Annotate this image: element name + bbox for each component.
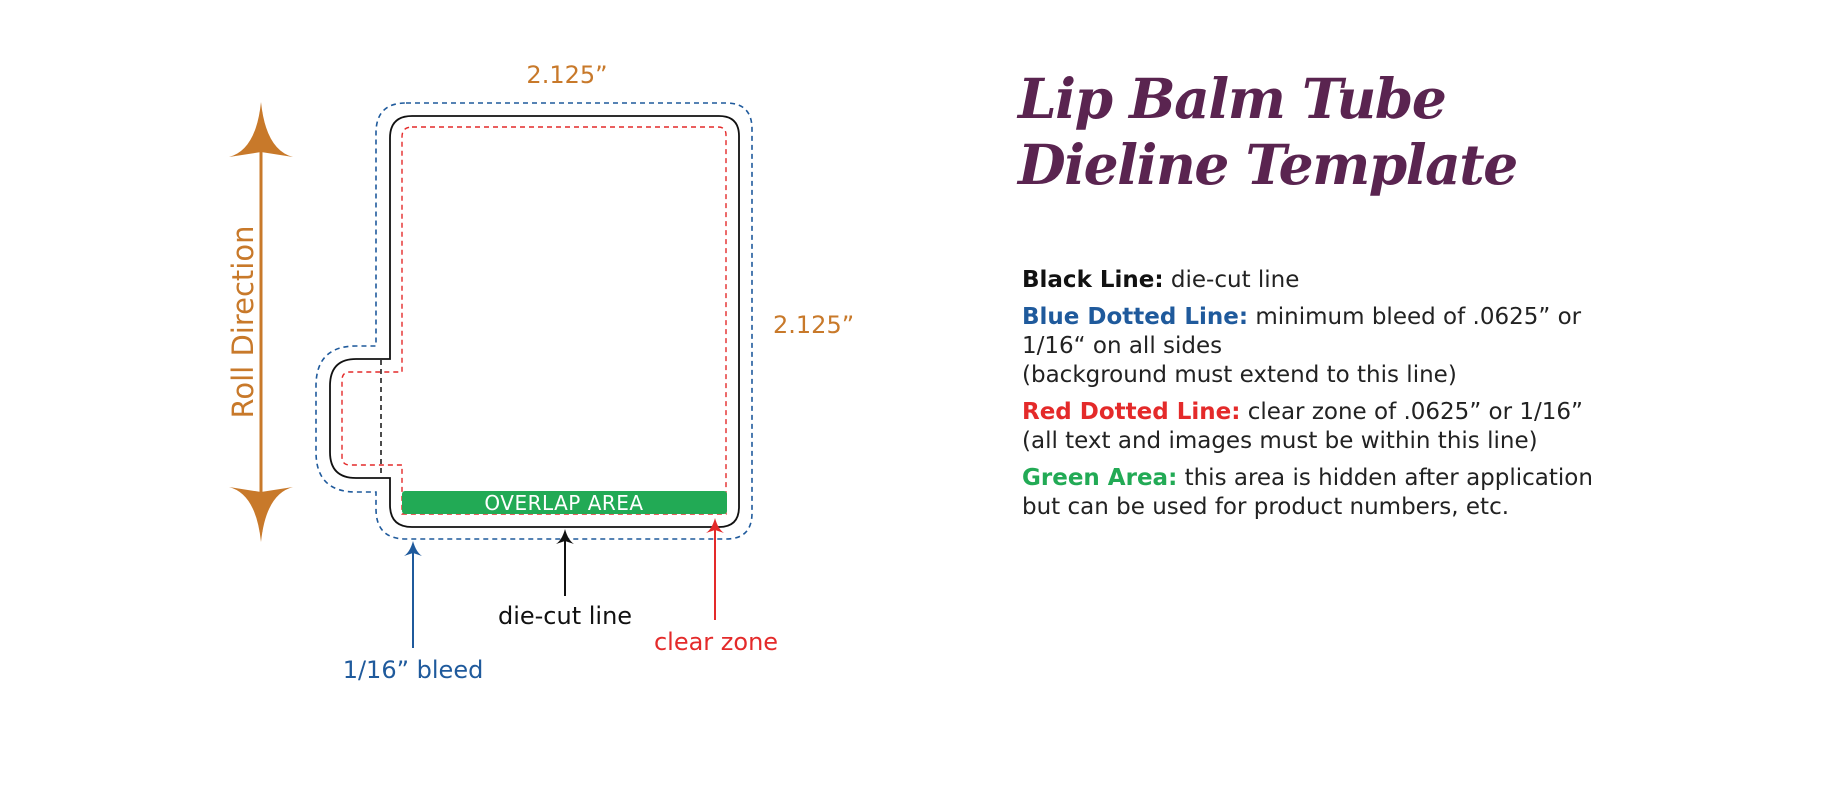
page-title: Lip Balm Tube Dieline Template xyxy=(1018,66,1518,198)
roll-direction-label: Roll Direction xyxy=(226,226,260,419)
die-cut-callout-label: die-cut line xyxy=(498,602,632,630)
legend-desc: 1/16“ on all sides xyxy=(1022,333,1223,359)
legend-desc: (background must extend to this line) xyxy=(1022,362,1457,388)
legend-desc: but can be used for product numbers, etc… xyxy=(1022,494,1510,520)
legend-key-blue: Blue Dotted Line: xyxy=(1022,304,1249,330)
dieline-diagram: 2.125” 2.125” Roll Direction OVERLAP ARE… xyxy=(226,61,854,684)
overlap-area-label: OVERLAP AREA xyxy=(484,491,643,515)
legend-item-red: Red Dotted Line: clear zone of .0625” or… xyxy=(1022,398,1622,456)
arrowhead-down-icon xyxy=(229,487,293,542)
legend: Black Line: die-cut line Blue Dotted Lin… xyxy=(1022,266,1622,530)
width-dimension-label: 2.125” xyxy=(526,61,607,89)
die-cut-pointer-icon xyxy=(556,529,574,544)
title-line-2: Dieline Template xyxy=(1018,132,1518,197)
bleed-pointer-icon xyxy=(404,541,422,556)
height-dimension-label: 2.125” xyxy=(773,311,854,339)
legend-desc: minimum bleed of .0625” or xyxy=(1255,304,1582,330)
legend-desc: clear zone of .0625” or 1/16” xyxy=(1247,399,1583,425)
legend-desc: this area is hidden after application xyxy=(1184,465,1593,491)
legend-key-black: Black Line: xyxy=(1022,267,1164,293)
legend-desc: (all text and images must be within this… xyxy=(1022,428,1538,454)
legend-key-green: Green Area: xyxy=(1022,465,1178,491)
legend-item-black: Black Line: die-cut line xyxy=(1022,266,1622,295)
title-line-1: Lip Balm Tube xyxy=(1018,66,1447,131)
clear-zone-callout-label: clear zone xyxy=(654,628,778,656)
roll-direction-arrow xyxy=(229,102,293,542)
arrowhead-up-icon xyxy=(229,102,293,157)
clear-zone-line xyxy=(341,126,727,515)
clear-zone-pointer-icon xyxy=(706,518,724,533)
bleed-callout-label: 1/16” bleed xyxy=(343,656,484,684)
die-cut-line xyxy=(329,115,740,528)
legend-item-blue: Blue Dotted Line: minimum bleed of .0625… xyxy=(1022,303,1622,390)
legend-desc: die-cut line xyxy=(1170,267,1300,293)
legend-item-green: Green Area: this area is hidden after ap… xyxy=(1022,464,1622,522)
overlap-area xyxy=(402,491,727,514)
bleed-line xyxy=(315,102,753,540)
legend-key-red: Red Dotted Line: xyxy=(1022,399,1241,425)
